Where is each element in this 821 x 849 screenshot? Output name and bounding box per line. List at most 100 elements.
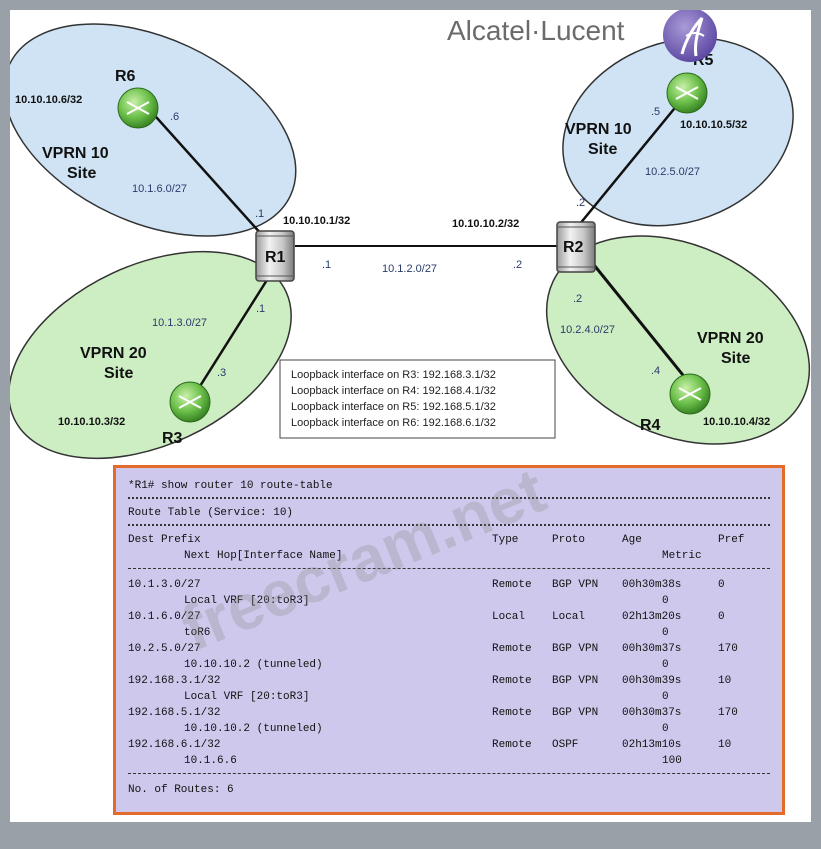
route-pref: 170 bbox=[718, 707, 738, 719]
route-next-hop: 10.10.10.2 (tunneled) bbox=[184, 723, 323, 735]
cli-command: *R1# show router 10 route-table bbox=[128, 480, 333, 492]
header-age: Age bbox=[622, 534, 642, 546]
route-entry: 192.168.3.1/32 Remote BGP VPN 00h30m39s … bbox=[128, 673, 770, 705]
route-entry: 10.2.5.0/27 Remote BGP VPN 00h30m37s 170… bbox=[128, 641, 770, 673]
header-proto: Proto bbox=[552, 534, 586, 546]
cli-output-panel: *R1# show router 10 route-table Route Ta… bbox=[113, 465, 785, 815]
route-next-hop: Local VRF [20:toR3] bbox=[184, 691, 310, 703]
loopback-info-box bbox=[279, 359, 556, 439]
router-r4-icon bbox=[669, 373, 711, 415]
route-type: Remote bbox=[492, 739, 532, 751]
cli-separator bbox=[128, 497, 770, 505]
link-r1-r6 bbox=[147, 107, 273, 247]
route-dest: 10.1.6.0/27 bbox=[128, 611, 201, 623]
route-metric: 0 bbox=[662, 627, 669, 639]
subnet-r1-r6: 10.1.6.0/27 bbox=[132, 183, 187, 195]
iface-r1-to-r2: .1 bbox=[322, 259, 331, 271]
route-age: 02h13m10s bbox=[622, 739, 682, 751]
r4-system-ip: 10.10.10.4/32 bbox=[703, 416, 770, 428]
iface-r3: .3 bbox=[217, 367, 226, 379]
site-r4-line2: Site bbox=[721, 350, 750, 367]
r6-system-ip: 10.10.10.6/32 bbox=[15, 94, 82, 106]
router-r3-name: R3 bbox=[162, 430, 183, 447]
subnet-r1-r3: 10.1.3.0/27 bbox=[152, 317, 207, 329]
route-next-hop: 10.10.10.2 (tunneled) bbox=[184, 659, 323, 671]
cli-table-title: Route Table (Service: 10) bbox=[128, 507, 294, 519]
route-pref: 10 bbox=[718, 739, 732, 751]
site-r3-line1: VPRN 20 bbox=[80, 345, 147, 362]
link-r2-r5 bbox=[569, 97, 684, 237]
route-proto: BGP VPN bbox=[552, 707, 599, 719]
vprn20-site-r3-area bbox=[10, 250, 292, 460]
route-metric: 100 bbox=[662, 755, 682, 767]
route-next-hop: 10.1.6.6 bbox=[184, 755, 237, 767]
vprn10-site-r6-area bbox=[10, 23, 297, 237]
route-pref: 10 bbox=[718, 675, 732, 687]
alcatel-lucent-logo-icon bbox=[663, 10, 717, 62]
subnet-r2-r5: 10.2.5.0/27 bbox=[645, 166, 700, 178]
header-next-hop: Next Hop[Interface Name] bbox=[184, 550, 343, 562]
site-r3-line2: Site bbox=[104, 365, 133, 382]
route-type: Remote bbox=[492, 579, 532, 591]
route-proto: BGP VPN bbox=[552, 675, 599, 687]
route-proto: BGP VPN bbox=[552, 643, 599, 655]
cli-header-row-2: Next Hop[Interface Name] Metric bbox=[128, 548, 770, 564]
route-age: 00h30m37s bbox=[622, 707, 682, 719]
route-entry: 192.168.6.1/32 Remote OSPF 02h13m10s 10 … bbox=[128, 737, 770, 769]
route-dest: 192.168.3.1/32 bbox=[128, 675, 221, 687]
header-pref: Pref bbox=[718, 534, 745, 546]
cli-separator bbox=[128, 568, 770, 577]
route-next-hop: Local VRF [20:toR3] bbox=[184, 595, 310, 607]
route-next-hop: toR6 bbox=[184, 627, 211, 639]
route-type: Local bbox=[492, 611, 526, 623]
route-entry: 10.1.6.0/27 Local Local 02h13m20s 0 toR6… bbox=[128, 609, 770, 641]
route-dest: 192.168.5.1/32 bbox=[128, 707, 221, 719]
loopback-r3: Loopback interface on R3: 192.168.3.1/32 bbox=[291, 369, 496, 381]
r5-system-ip: 10.10.10.5/32 bbox=[680, 119, 747, 131]
site-r6-line2: Site bbox=[67, 165, 96, 182]
router-r1-icon bbox=[255, 230, 295, 282]
cli-separator bbox=[128, 524, 770, 532]
site-r5-line1: VPRN 10 bbox=[565, 121, 632, 138]
router-r4-name: R4 bbox=[640, 417, 661, 434]
router-r6-name: R6 bbox=[115, 68, 136, 85]
figure-frame: R1 R2 R6 R3 R5 R4 10.10.10.6/32 bbox=[10, 10, 811, 822]
route-age: 00h30m37s bbox=[622, 643, 682, 655]
route-pref: 170 bbox=[718, 643, 738, 655]
route-proto: BGP VPN bbox=[552, 579, 599, 591]
iface-r5: .5 bbox=[651, 106, 660, 118]
router-r6-icon bbox=[117, 87, 159, 129]
iface-r4: .4 bbox=[651, 365, 660, 377]
route-type: Remote bbox=[492, 707, 532, 719]
loopback-r6: Loopback interface on R6: 192.168.6.1/32 bbox=[291, 417, 496, 429]
brand-name: Alcatel·Lucent bbox=[447, 15, 625, 46]
router-r5-icon bbox=[666, 72, 708, 114]
iface-r1-to-r3: .1 bbox=[256, 303, 265, 315]
route-metric: 0 bbox=[662, 595, 669, 607]
route-age: 00h30m39s bbox=[622, 675, 682, 687]
subnet-r1-r2: 10.1.2.0/27 bbox=[382, 263, 437, 275]
route-metric: 0 bbox=[662, 691, 669, 703]
iface-r1-to-r6: .1 bbox=[255, 208, 264, 220]
route-entry: 10.1.3.0/27 Remote BGP VPN 00h30m38s 0 L… bbox=[128, 577, 770, 609]
iface-r2-to-r4: .2 bbox=[573, 293, 582, 305]
link-r2-r4 bbox=[588, 259, 697, 391]
route-entry: 192.168.5.1/32 Remote BGP VPN 00h30m37s … bbox=[128, 705, 770, 737]
route-type: Remote bbox=[492, 643, 532, 655]
route-metric: 0 bbox=[662, 659, 669, 671]
r3-system-ip: 10.10.10.3/32 bbox=[58, 416, 125, 428]
subnet-r2-r4: 10.2.4.0/27 bbox=[560, 324, 615, 336]
route-proto: OSPF bbox=[552, 739, 579, 751]
site-r5-line2: Site bbox=[588, 141, 617, 158]
cli-separator bbox=[128, 773, 770, 782]
cli-footer: No. of Routes: 6 bbox=[128, 784, 234, 796]
loopback-r5: Loopback interface on R5: 192.168.5.1/32 bbox=[291, 401, 496, 413]
router-r2-name: R2 bbox=[563, 239, 584, 256]
route-dest: 192.168.6.1/32 bbox=[128, 739, 221, 751]
route-dest: 10.1.3.0/27 bbox=[128, 579, 201, 591]
route-dest: 10.2.5.0/27 bbox=[128, 643, 201, 655]
route-age: 00h30m38s bbox=[622, 579, 682, 591]
cli-header-row-1: Dest Prefix Type Proto Age Pref bbox=[128, 532, 770, 548]
route-table-body: 10.1.3.0/27 Remote BGP VPN 00h30m38s 0 L… bbox=[128, 577, 770, 769]
router-r2-icon bbox=[556, 221, 596, 273]
